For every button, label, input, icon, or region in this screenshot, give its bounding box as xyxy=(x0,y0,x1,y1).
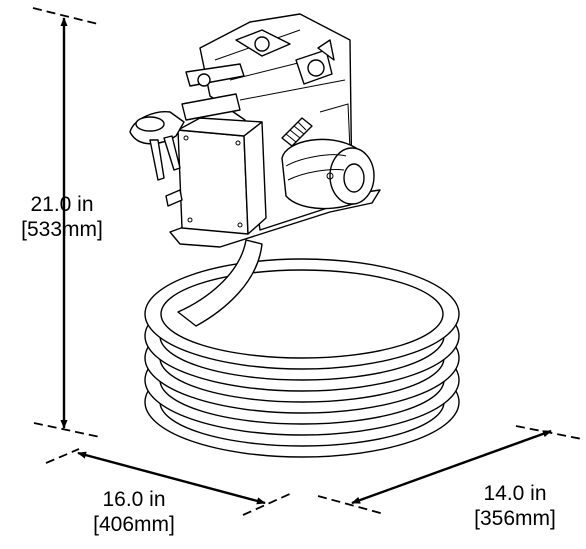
machine-unit xyxy=(129,13,381,248)
height-dimension-label: 21.0 in [533mm] xyxy=(0,192,124,242)
depth-metric: [356mm] xyxy=(474,507,556,530)
depth-imperial: 14.0 in xyxy=(483,482,547,505)
depth-dimension-arrow xyxy=(351,429,552,505)
width-metric: [406mm] xyxy=(93,513,175,536)
width-imperial: 16.0 in xyxy=(102,488,166,511)
hose-riser xyxy=(177,239,263,327)
height-metric: [533mm] xyxy=(21,218,103,241)
height-imperial: 21.0 in xyxy=(30,193,94,216)
width-dimension-arrow xyxy=(77,451,266,505)
width-dimension-label: 16.0 in [406mm] xyxy=(64,487,204,537)
coiled-hose xyxy=(144,258,460,458)
depth-dimension-label: 14.0 in [356mm] xyxy=(442,481,586,531)
